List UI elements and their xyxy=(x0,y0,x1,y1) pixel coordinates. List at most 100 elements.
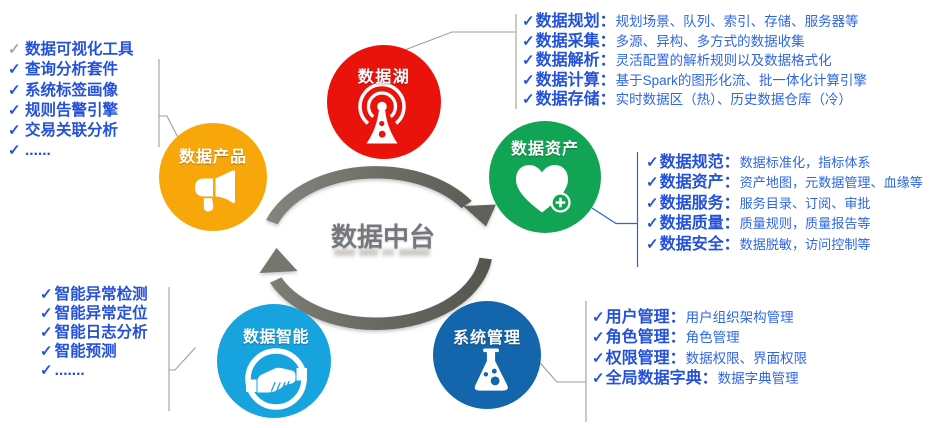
node-data-products xyxy=(159,123,267,231)
connector-lake xyxy=(405,31,516,51)
connector-products xyxy=(159,115,178,137)
term-label: 数据存储： xyxy=(535,91,616,109)
list-item: ✓智能日志分析 xyxy=(40,324,148,343)
antenna-dot xyxy=(377,101,387,112)
heart-plus-icon xyxy=(516,165,571,213)
term-description: 数据权限、界面权限 xyxy=(685,350,808,366)
check-icon: ✓ xyxy=(646,174,659,191)
term-description: 基于Spark的图形化流、批一体化计算引擎 xyxy=(615,72,867,88)
list-item: ✓数据资产：资产地图，元数据管理、血缘等 xyxy=(646,173,923,194)
check-icon: ✓ xyxy=(40,323,53,341)
node-label-system-management: 系统管理 xyxy=(452,330,521,347)
check-icon: ✓ xyxy=(40,361,53,379)
list-item: ✓数据存储：实时数据区（热）、历史数据仓库（冷） xyxy=(522,90,867,110)
broadcast-tower-icon xyxy=(358,82,406,144)
connector-system xyxy=(532,354,586,383)
term-label: 用户管理： xyxy=(605,309,686,326)
check-icon: ✓ xyxy=(522,91,535,109)
term-label: 全局数据字典： xyxy=(605,369,718,387)
feature-text: 查询分析套件 xyxy=(25,61,119,79)
finger-line xyxy=(285,380,290,390)
check-icon: ✓ xyxy=(522,52,535,70)
handshake-left-sleeve xyxy=(246,379,257,392)
check-icon: ✓ xyxy=(8,61,21,79)
tower-window-dot-large xyxy=(378,130,386,138)
node-label-data-products: 数据产品 xyxy=(178,149,247,166)
list-item: ✓交易关联分析 xyxy=(8,121,134,141)
term-description: 资产地图，元数据管理、血缘等 xyxy=(739,175,923,190)
flask-bubble-small xyxy=(483,372,489,377)
check-icon: ✓ xyxy=(8,142,21,160)
node-label-data-lake: 数据湖 xyxy=(357,69,411,86)
term-description: 数据字典管理 xyxy=(717,370,799,386)
node-data-intelligence xyxy=(217,304,331,418)
check-icon: ✓ xyxy=(40,286,53,303)
check-icon: ✓ xyxy=(592,369,605,387)
term-label: 权限管理： xyxy=(605,349,686,367)
list-item: ✓智能异常定位 xyxy=(40,305,148,324)
check-icon: ✓ xyxy=(646,235,659,253)
connectors-blue xyxy=(591,152,639,267)
feature-text: 系统标签画像 xyxy=(25,81,119,99)
term-description: 服务目录、订阅、审批 xyxy=(739,195,871,211)
term-label: 数据解析： xyxy=(535,52,616,70)
finger-line xyxy=(270,381,276,392)
megaphone-icon xyxy=(195,170,235,212)
flask-body xyxy=(474,361,508,391)
feature-text: 智能预测 xyxy=(54,342,117,360)
term-description: 质量规则，质量报告等 xyxy=(739,216,871,231)
check-icon: ✓ xyxy=(8,41,21,58)
data-intelligence-feature-list: ✓智能异常检测 ✓智能异常定位 ✓智能日志分析 ✓智能预测 ✓....... xyxy=(40,286,148,380)
megaphone-horn xyxy=(215,170,235,203)
feature-text: 数据可视化工具 xyxy=(25,41,134,58)
feature-text: 智能异常定位 xyxy=(54,304,148,322)
check-icon: ✓ xyxy=(40,342,53,360)
list-item: ✓数据可视化工具 xyxy=(8,40,134,60)
handshake-right-sleeve xyxy=(296,368,307,381)
ring-top-arc xyxy=(266,166,472,225)
term-label: 数据规划： xyxy=(535,13,616,30)
blurred-watermark xyxy=(334,249,430,256)
center-title: 数据中台 xyxy=(330,222,435,252)
handshake-finger-lines xyxy=(270,380,290,393)
node-label-data-intelligence: 数据智能 xyxy=(242,329,309,346)
list-item: ✓...... xyxy=(8,141,134,161)
term-description: 实时数据区（热）、历史数据仓库（冷） xyxy=(615,92,852,108)
check-icon: ✓ xyxy=(8,101,21,119)
flask-bubble-large xyxy=(490,376,500,386)
term-description: 用户组织架构管理 xyxy=(685,310,794,325)
term-label: 数据计算： xyxy=(535,71,616,89)
term-label: 数据质量： xyxy=(659,215,740,232)
term-description: 灵活配置的解析规则以及数据格式化 xyxy=(615,53,832,69)
data-lake-capability-list: ✓数据规划：规划场景、队列、索引、存储、服务器等 ✓数据采集：多源、异构、多方式… xyxy=(522,12,867,110)
feature-text: 智能日志分析 xyxy=(54,323,148,341)
list-item: ✓数据采集：多源、异构、多方式的数据收集 xyxy=(522,32,867,52)
megaphone-handle xyxy=(203,198,214,212)
check-icon: ✓ xyxy=(40,304,53,322)
plus-badge-cross xyxy=(555,197,566,208)
list-item: ✓数据服务：服务目录、订阅、审批 xyxy=(646,194,923,215)
data-assets-capability-list: ✓数据规范：数据标准化，指标体系 ✓数据资产：资产地图，元数据管理、血缘等 ✓数… xyxy=(646,153,923,256)
term-label: 数据资产： xyxy=(659,174,740,191)
term-label: 数据服务： xyxy=(659,194,740,212)
term-label: 数据采集： xyxy=(535,32,616,50)
list-item: ✓....... xyxy=(40,362,148,381)
handshake-hands xyxy=(246,367,307,393)
check-icon: ✓ xyxy=(592,309,605,326)
feature-text: 交易关联分析 xyxy=(25,122,119,140)
signal-ring-inner xyxy=(366,91,398,119)
list-item: ✓数据规划：规划场景、队列、索引、存储、服务器等 xyxy=(522,12,867,32)
connector-assets xyxy=(591,207,638,225)
connector-intelligence xyxy=(169,347,196,371)
check-icon: ✓ xyxy=(522,71,535,89)
ring-bottom-arrowhead xyxy=(259,248,298,273)
data-products-feature-list: ✓数据可视化工具 ✓查询分析套件 ✓系统标签画像 ✓规则告警引擎 ✓交易关联分析… xyxy=(8,40,134,162)
list-item: ✓数据质量：质量规则，质量报告等 xyxy=(646,214,923,235)
check-icon: ✓ xyxy=(646,194,659,212)
term-description: 角色管理 xyxy=(685,330,740,346)
list-item: ✓用户管理：用户组织架构管理 xyxy=(592,308,807,328)
term-description: 数据脱敏，访问控制等 xyxy=(739,236,871,252)
check-icon: ✓ xyxy=(522,13,535,30)
check-icon: ✓ xyxy=(8,81,21,99)
tower-window-dot-small xyxy=(379,120,385,127)
